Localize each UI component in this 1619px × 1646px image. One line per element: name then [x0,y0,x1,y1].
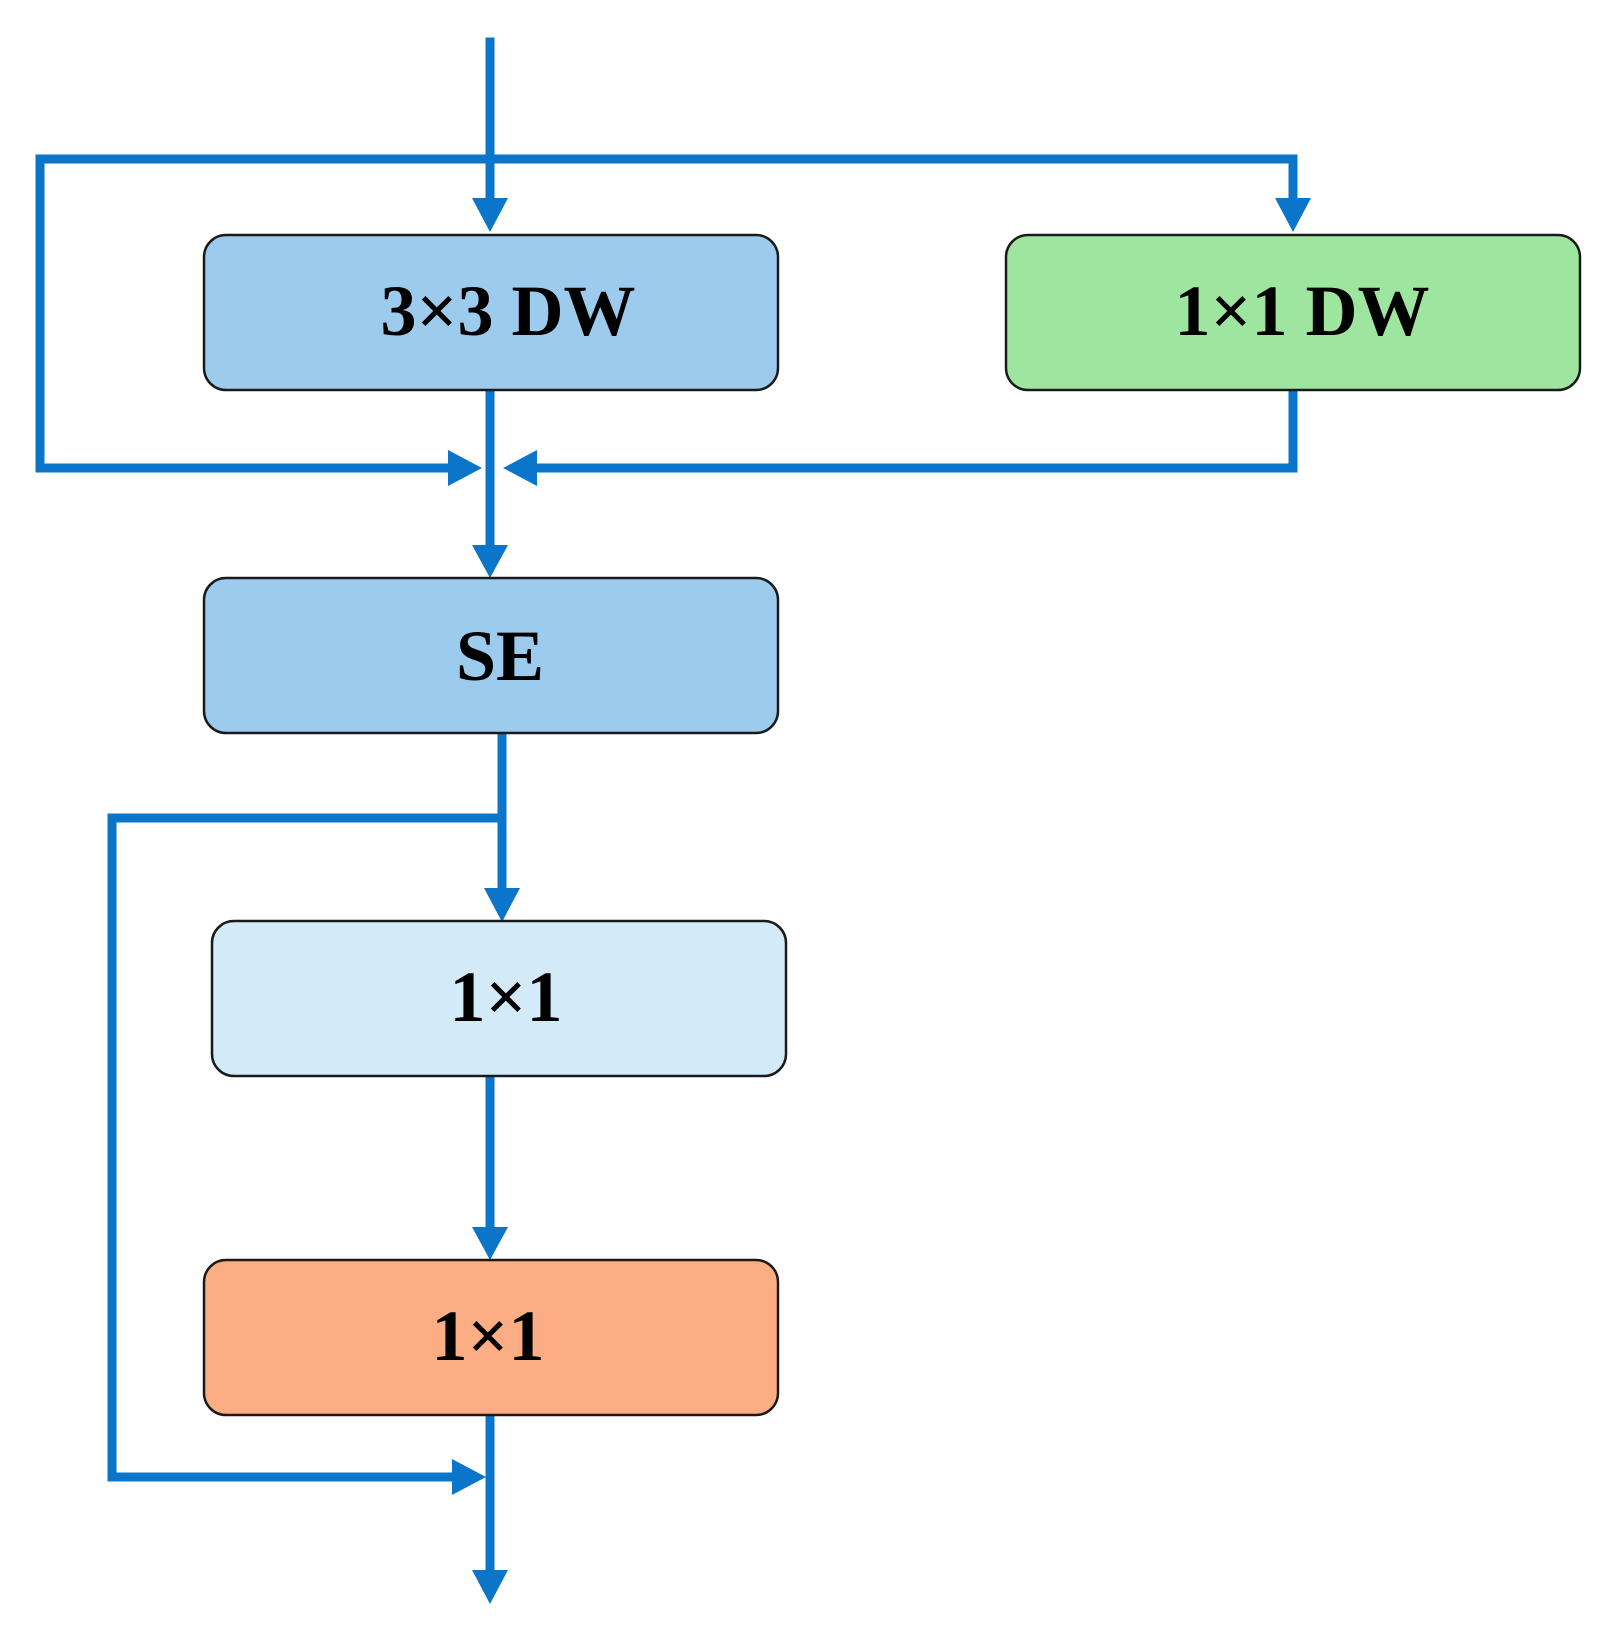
arrow-down-icon [1275,198,1311,232]
arrow-down-icon [472,1570,508,1604]
edge-second-skip [107,813,507,1482]
node-1x1-a-label: 1×1 [449,957,562,1037]
node-1x1-a-box [210,919,788,1078]
node-1x1-b: 1×1 [202,1258,780,1417]
node-se: SE [202,576,780,735]
node-1x1-dw-box [1004,233,1582,392]
node-3x3-dw-box [202,233,780,392]
arrow-right-icon [448,450,482,486]
arrow-right-icon [452,1459,486,1495]
node-1x1-a: 1×1 [210,919,788,1078]
arrow-down-icon [472,1227,508,1260]
node-3x3-dw-label: 3×3 DW [380,271,635,351]
node-3x3-dw: 3×3 DW [202,233,780,392]
connections [35,37,1298,1585]
arrow-down-icon [484,888,520,922]
arrow-down-icon [472,198,508,232]
edge-identity-skip [35,154,460,473]
arrow-left-icon [503,450,537,486]
node-1x1-dw-label: 1×1 DW [1174,271,1429,351]
node-1x1-b-label: 1×1 [431,1296,544,1376]
edge-1x1dw-to-sum [520,387,1298,473]
node-1x1-dw: 1×1 DW [1004,233,1582,392]
node-se-box [202,576,780,735]
node-se-label: SE [456,616,544,696]
arrow-down-icon [472,545,508,578]
node-1x1-b-box [202,1258,780,1417]
arrowheads [448,198,1311,1604]
